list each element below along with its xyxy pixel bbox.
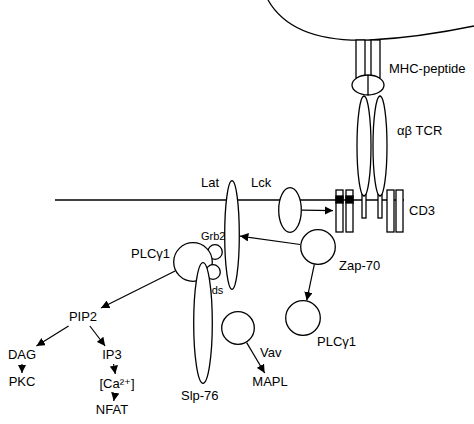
mhc-chain <box>356 40 365 78</box>
molecule-text: DAG <box>4 347 40 363</box>
node-label: Lat <box>201 175 219 190</box>
shape-outline <box>224 180 240 290</box>
signal-arrow <box>36 326 68 346</box>
signal-arrow <box>101 271 175 308</box>
shape-outline <box>300 229 336 265</box>
itam-motif <box>346 196 353 203</box>
protein-outline <box>286 301 321 336</box>
molecule-text: [Ca²⁺] <box>92 375 142 393</box>
signal-arrow <box>302 210 333 212</box>
adaptor-protein: Slp-76 <box>193 262 213 384</box>
signal-arrow <box>307 265 315 301</box>
transcription-factor-text: NFAT <box>90 402 134 418</box>
node-label: NFAT <box>90 402 134 418</box>
shape-outline <box>278 187 302 233</box>
node-label: Grb2 <box>201 230 225 243</box>
cd3-chain <box>336 190 343 232</box>
node-label: [Ca²⁺] <box>92 375 142 393</box>
kinase-protein: Lck <box>278 187 302 233</box>
cd3-chain <box>387 190 394 232</box>
adaptor-protein: Lat <box>224 180 240 290</box>
kinase-protein: Zap-70 <box>300 229 336 265</box>
shape-outline <box>221 311 255 345</box>
signal-arrow <box>21 364 22 373</box>
signal-arrow <box>114 364 116 374</box>
signal-arrow <box>240 236 300 244</box>
shape-outline <box>285 300 321 336</box>
protein-outline <box>301 230 336 265</box>
groove-divider <box>367 75 368 95</box>
node-label: Lck <box>251 175 271 190</box>
molecule-text: IP3 <box>98 347 126 363</box>
node-label: Vav <box>260 345 281 360</box>
cd3-complex: CD3 <box>334 186 404 236</box>
node-label: PLCγ1 <box>317 334 356 349</box>
peptide-groove <box>352 75 384 95</box>
shape-outline <box>334 186 404 236</box>
cd3-chain <box>396 190 403 232</box>
node-label: PLCγ1 <box>131 246 170 261</box>
protein-outline <box>279 188 302 233</box>
node-label: αβ TCR <box>397 123 442 138</box>
tcr-chain <box>357 96 371 196</box>
shape-outline <box>350 40 386 96</box>
node-label: MHC-peptide <box>389 61 466 76</box>
node-label: IP3 <box>98 347 126 363</box>
node-label: Zap-70 <box>339 258 380 273</box>
itam-motif <box>336 196 343 203</box>
apc-membrane <box>268 0 474 40</box>
mhc-chain <box>371 40 380 78</box>
protein-outline <box>222 312 255 345</box>
enzyme-protein: PLCγ1 <box>285 300 321 336</box>
mhc-molecule: MHC-peptide <box>350 40 386 96</box>
node-label: PIP2 <box>64 309 102 325</box>
exchange-factor: Vav <box>221 311 255 345</box>
node-label: PKC <box>4 374 40 390</box>
node-label: Slp-76 <box>181 388 219 403</box>
molecule-text: PKC <box>4 374 40 390</box>
protein-outline <box>194 263 213 384</box>
protein-outline <box>225 181 240 290</box>
node-label: DAG <box>4 347 40 363</box>
shape-outline <box>354 94 390 218</box>
tcr-receptor: αβ TCR <box>354 94 390 218</box>
signal-arrow <box>114 394 115 401</box>
molecule-text: PIP2 <box>64 309 102 325</box>
pathway-text: MAPL <box>248 374 292 390</box>
signal-arrow <box>90 326 105 346</box>
tcr-chain <box>373 96 387 196</box>
node-label: MAPL <box>248 374 292 390</box>
shape-outline <box>193 262 213 384</box>
cd3-chain <box>346 190 353 232</box>
node-label: CD3 <box>409 203 435 218</box>
